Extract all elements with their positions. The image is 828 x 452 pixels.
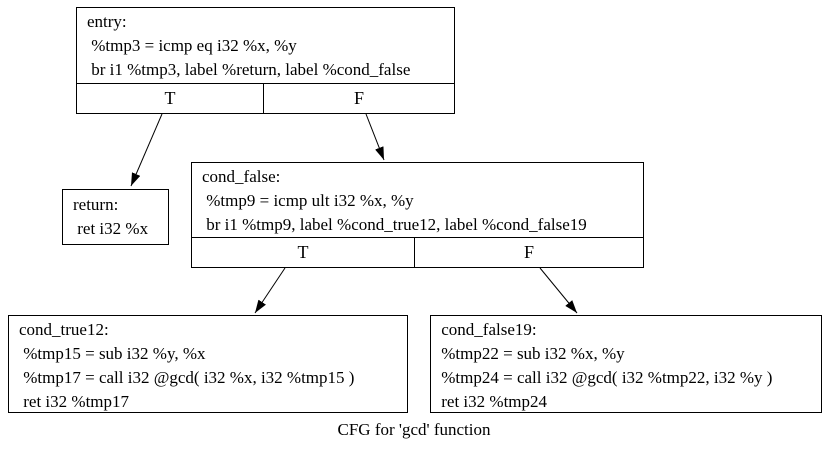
- bb-label: return:: [73, 195, 119, 214]
- node-entry: entry: %tmp3 = icmp eq i32 %x, %y br i1 …: [76, 7, 455, 114]
- node-cond-false19: cond_false19: %tmp22 = sub i32 %x, %y %t…: [430, 315, 822, 413]
- node-cond-true12-body: cond_true12: %tmp15 = sub i32 %y, %x %tm…: [9, 316, 407, 414]
- bb-label: cond_false:: [202, 167, 281, 186]
- node-entry-body: entry: %tmp3 = icmp eq i32 %x, %y br i1 …: [77, 8, 454, 83]
- ir-instruction: %tmp9 = icmp ult i32 %x, %y: [202, 191, 414, 210]
- edge-entry-t-to-return: [130, 113, 163, 187]
- ir-instruction: %tmp15 = sub i32 %y, %x: [19, 344, 206, 363]
- branch-ports: T F: [192, 237, 643, 267]
- branch-ports: T F: [77, 83, 454, 113]
- node-cond-false-body: cond_false: %tmp9 = icmp ult i32 %x, %y …: [192, 163, 643, 237]
- ir-instruction: %tmp22 = sub i32 %x, %y: [437, 344, 625, 363]
- edge-entry-f-to-cond-false: [365, 113, 385, 161]
- edge-cond-false-f-to-cond-false19: [539, 267, 578, 314]
- bb-label: cond_true12:: [19, 320, 109, 339]
- ir-instruction: %tmp17 = call i32 @gcd( i32 %x, i32 %tmp…: [19, 368, 355, 387]
- edge-cond-false-t-to-cond-true12: [254, 267, 286, 314]
- node-cond-true12: cond_true12: %tmp15 = sub i32 %y, %x %tm…: [8, 315, 408, 413]
- ir-instruction: ret i32 %tmp24: [437, 392, 548, 411]
- ir-instruction: br i1 %tmp3, label %return, label %cond_…: [87, 60, 411, 79]
- ir-instruction: ret i32 %x: [73, 219, 149, 238]
- ir-instruction: %tmp24 = call i32 @gcd( i32 %tmp22, i32 …: [437, 368, 773, 387]
- graph-caption: CFG for 'gcd' function: [337, 420, 491, 439]
- port-false: F: [414, 238, 643, 267]
- port-true: T: [164, 88, 176, 108]
- node-cond-false: cond_false: %tmp9 = icmp ult i32 %x, %y …: [191, 162, 644, 268]
- node-cond-false19-body: cond_false19: %tmp22 = sub i32 %x, %y %t…: [431, 316, 821, 414]
- ir-instruction: br i1 %tmp9, label %cond_true12, label %…: [202, 215, 587, 234]
- port-false: F: [263, 84, 454, 113]
- ir-instruction: ret i32 %tmp17: [19, 392, 130, 411]
- bb-label: cond_false19:: [437, 320, 537, 339]
- node-return: return: ret i32 %x: [62, 189, 169, 245]
- ir-instruction: %tmp3 = icmp eq i32 %x, %y: [87, 36, 297, 55]
- bb-label: entry:: [87, 12, 127, 31]
- node-return-body: return: ret i32 %x: [63, 190, 168, 241]
- port-true: T: [297, 242, 309, 262]
